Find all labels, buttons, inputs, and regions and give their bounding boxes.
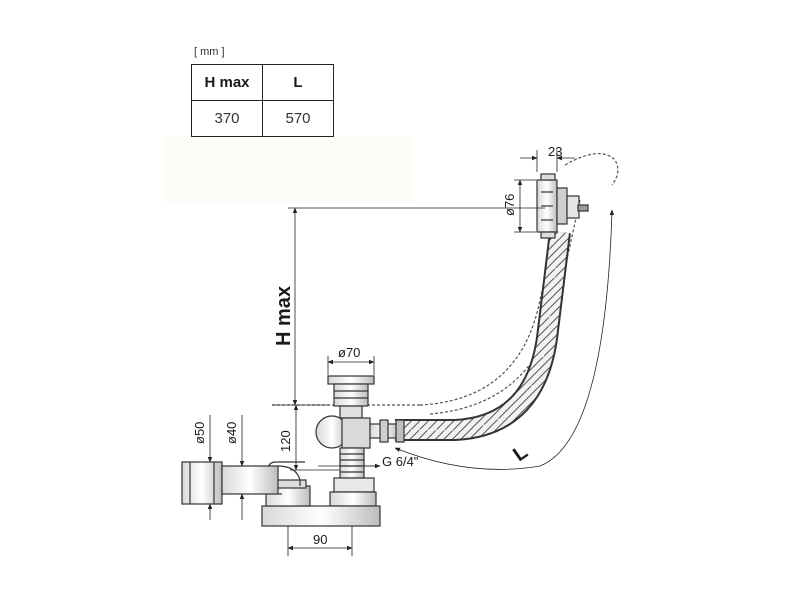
value-hmax: 370 [191,100,263,137]
dimension-table: H max L 370 570 [191,64,334,137]
dim-70 [327,356,375,375]
outlet-pipe [181,461,301,505]
flexible-hose [395,230,571,441]
header-hmax: H max [191,64,263,101]
dim-23-label: 23 [548,144,562,159]
dim-thread-label: G 6/4" [382,454,419,469]
valve-body [315,415,405,449]
dim-23 [520,150,575,172]
table-row: 370 570 [191,100,334,137]
drain-head [327,375,375,419]
table-header-row: H max L [191,64,334,101]
dim-90-label: 90 [313,532,327,547]
overflow-head [536,173,589,239]
dim-90 [287,526,353,556]
dim-50-label: ø50 [192,422,207,444]
dim-76-label: ø76 [502,194,517,216]
dim-L [394,209,615,470]
dim-hmax-label: H max [273,286,295,346]
dim-40-label: ø40 [224,422,239,444]
units-label: [ mm ] [194,46,225,58]
dim-50-40 [207,415,245,520]
background-patch [162,137,412,202]
siphon [261,447,381,527]
value-l: 570 [262,100,334,137]
dim-hmax [272,207,545,406]
dim-120-label: 120 [278,430,293,452]
dim-120 [290,404,340,471]
dim-70-label: ø70 [338,345,360,360]
dim-L-label: L [509,441,532,466]
dim-76 [514,179,536,233]
